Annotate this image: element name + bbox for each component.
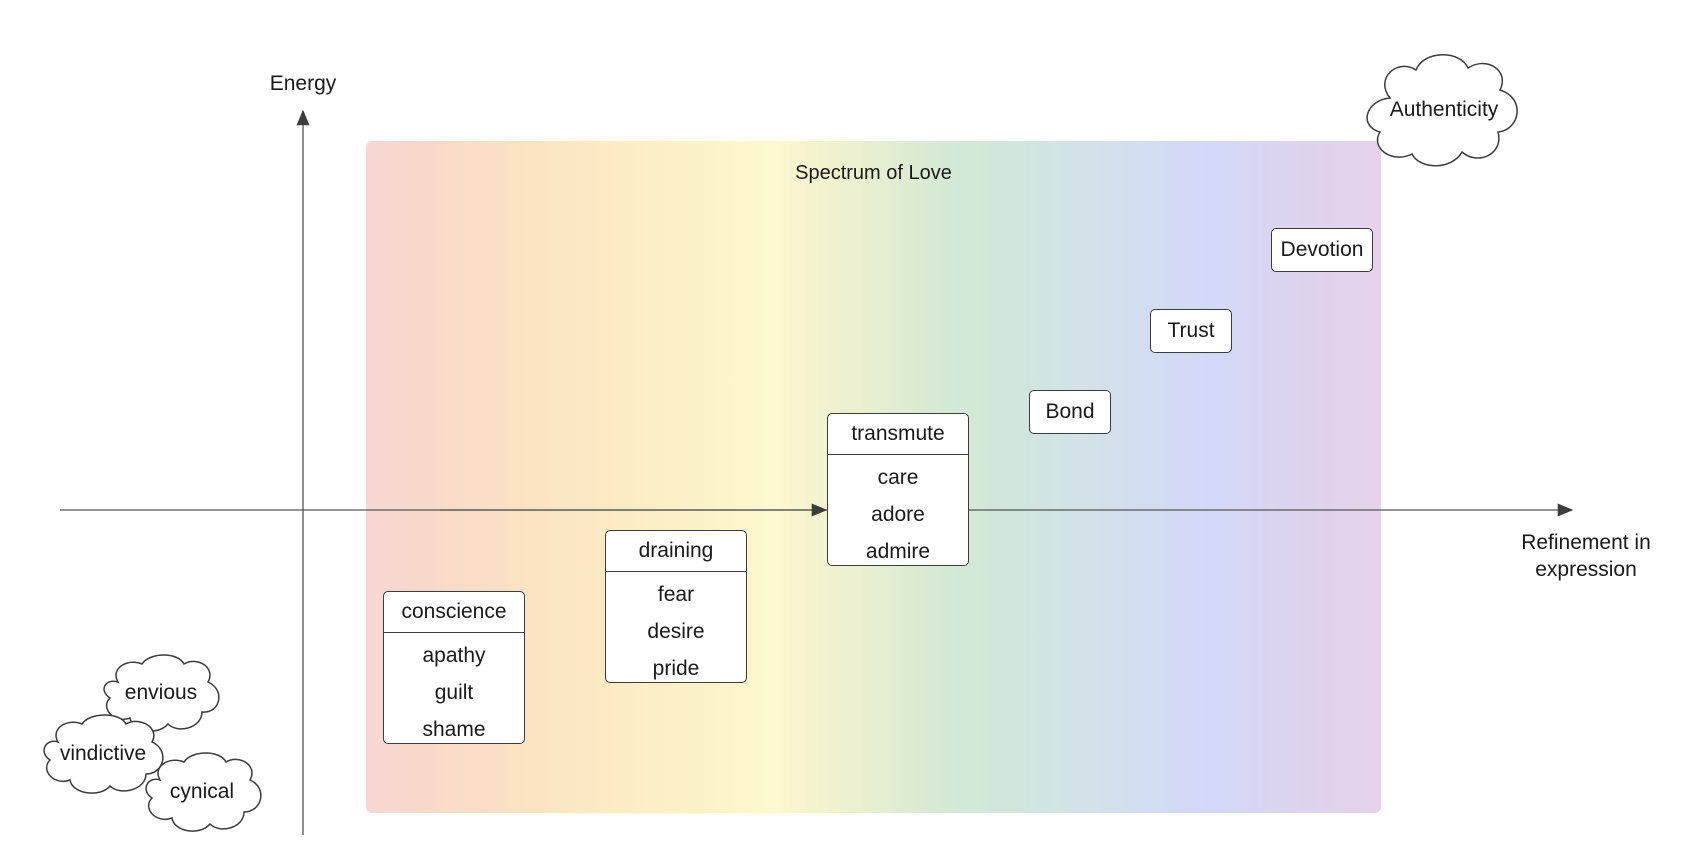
group-transmute-title: transmute [828, 414, 968, 455]
list-item: pride [652, 657, 700, 680]
group-conscience: conscience apathy guilt shame [383, 591, 525, 744]
list-item: desire [647, 620, 705, 643]
cloud-vindictive: vindictive [38, 712, 168, 796]
list-item: fear [657, 583, 695, 606]
cloud-authenticity-label: Authenticity [1389, 98, 1499, 121]
list-item: apathy [422, 644, 486, 667]
list-item: adore [871, 503, 925, 526]
group-conscience-title: conscience [384, 592, 524, 633]
cloud-envious-label: envious [124, 681, 198, 704]
group-draining-title: draining [606, 531, 746, 572]
x-axis-label-line2: expression [1535, 558, 1637, 581]
group-transmute: transmute care adore admire [827, 413, 969, 566]
cloud-cynical: cynical [140, 750, 264, 834]
state-bond: Bond [1029, 390, 1111, 434]
group-draining: draining fear desire pride [605, 530, 747, 683]
list-item: admire [865, 540, 931, 563]
list-item: care [877, 466, 919, 489]
list-item: guilt [434, 681, 474, 704]
y-axis-label: Energy [269, 72, 337, 95]
cloud-cynical-label: cynical [169, 780, 235, 803]
cloud-envious: envious [98, 652, 224, 734]
x-axis-label-line1: Refinement in [1521, 531, 1651, 554]
spectrum-title: Spectrum of Love [795, 162, 952, 184]
list-item: shame [422, 718, 486, 741]
x-axis-label: Refinement in expression [1500, 529, 1672, 583]
cloud-authenticity: Authenticity [1360, 48, 1528, 172]
cloud-vindictive-label: vindictive [59, 742, 147, 765]
state-devotion: Devotion [1271, 228, 1373, 272]
state-trust: Trust [1150, 309, 1232, 353]
